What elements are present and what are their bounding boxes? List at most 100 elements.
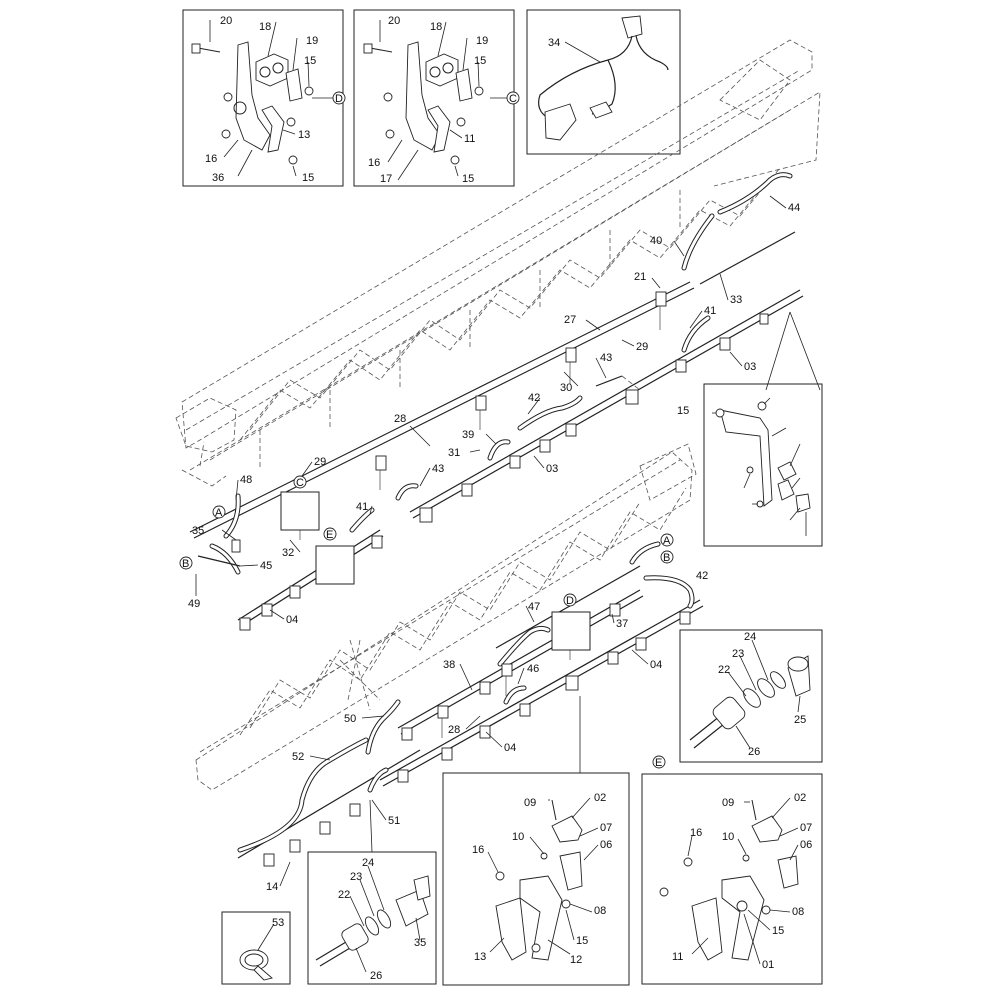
callout-label: 15: [302, 172, 314, 184]
callout-label: 15: [304, 55, 316, 67]
callout-label: 06: [600, 839, 612, 851]
detail-panel-c: 20 18 19 15 11 16 17 15 C: [353, 9, 520, 187]
connector-circle: [212, 505, 226, 519]
connector-letter: C: [509, 93, 517, 105]
bolt-shape: [197, 47, 221, 53]
callout-label: 04: [504, 742, 516, 754]
callout-label: 20: [388, 15, 400, 27]
nut-shape: [304, 86, 314, 96]
nut-shape: [341, 923, 369, 951]
detail-panel-harness: 34: [526, 9, 681, 155]
connector-letter: D: [335, 93, 343, 105]
callout-label: 43: [432, 463, 444, 475]
upper-boom-frame: [175, 39, 821, 487]
valve-shape: [544, 103, 577, 141]
detail-marker-c: [280, 491, 320, 531]
callout-label: 28: [394, 413, 406, 425]
callout-label: 11: [464, 133, 475, 145]
connector-plug-shape: [621, 15, 643, 39]
callout-label: 46: [527, 663, 539, 675]
bolt-head-shape: [191, 43, 201, 54]
callout-label: 15: [474, 55, 486, 67]
main-callouts: 44 40 33 21 41 27 29 03 43 30 42 39 28 3…: [188, 195, 814, 893]
callout-label: 41: [356, 501, 368, 513]
callout-label: 40: [650, 235, 662, 247]
lower-boom-frame: [195, 443, 697, 791]
callout-label: 24: [744, 631, 756, 643]
callout-label: 08: [792, 906, 804, 918]
callout-label: 19: [476, 35, 488, 47]
connector-letter: E: [326, 529, 333, 541]
callout-label: 11: [672, 951, 683, 963]
detail-panel-elbow: 24 23 22 35 26: [307, 799, 437, 985]
callout-label: 31: [448, 447, 460, 459]
callout-label: 12: [570, 954, 582, 966]
callout-label: 33: [730, 294, 742, 306]
connector-letter: C: [296, 477, 304, 489]
callout-label: 38: [443, 659, 455, 671]
bracket-shape: [721, 875, 765, 961]
callout-label: 15: [462, 173, 474, 185]
callout-label: 53: [272, 917, 284, 929]
callout-label: 16: [368, 157, 380, 169]
callout-label: 14: [266, 881, 278, 893]
callout-label: 16: [472, 844, 484, 856]
callout-label: 19: [306, 35, 318, 47]
callout-label: 04: [286, 614, 298, 626]
connector-circle: [179, 556, 193, 570]
callout-label: 41: [704, 305, 716, 317]
callout-label: 07: [600, 822, 612, 834]
connector-circle: [506, 91, 520, 105]
callout-label: 13: [298, 129, 310, 141]
callout-label: 42: [528, 392, 540, 404]
connector-letter: B: [663, 552, 670, 564]
callout-label: 47: [528, 601, 540, 613]
callout-label: 26: [370, 970, 382, 982]
connector-letter: B: [182, 558, 189, 570]
callout-label: 24: [362, 857, 374, 869]
connector-circle: [660, 550, 674, 564]
callout-label: 15: [576, 935, 588, 947]
callout-label: 51: [388, 815, 400, 827]
callout-label: 01: [762, 959, 774, 971]
plate-shape: [285, 68, 303, 102]
callout-label: 49: [188, 598, 200, 610]
callout-label: 15: [677, 405, 689, 417]
callout-label: 39: [462, 429, 474, 441]
callout-label: 08: [594, 905, 606, 917]
connector-circle: [323, 527, 337, 541]
bracket-shape: [519, 875, 563, 961]
detail-panel-tee: 24 23 22 25 26: [679, 629, 823, 763]
connector-letter: A: [663, 535, 671, 547]
callout-label: 22: [338, 889, 350, 901]
callout-label: 20: [220, 15, 232, 27]
connector-letter: E: [655, 757, 662, 769]
callout-label: 32: [282, 547, 294, 559]
callout-label: 23: [350, 871, 362, 883]
connector-circle: [293, 475, 307, 489]
callout-label: 34: [548, 37, 560, 49]
nut-shape: [712, 696, 746, 730]
detail-marker-d: [551, 611, 591, 651]
callout-label: 07: [800, 822, 812, 834]
callout-label: 13: [474, 951, 486, 963]
callout-label: 04: [650, 659, 662, 671]
clamp-shape: [261, 105, 285, 153]
callout-label: 06: [800, 839, 812, 851]
callout-label: 21: [634, 271, 646, 283]
callout-label: 25: [794, 714, 806, 726]
connector-circle: [332, 91, 346, 105]
detail-panel-clip: 53: [221, 911, 291, 985]
connector-circle: [652, 755, 666, 769]
bracket-shape: [719, 409, 773, 507]
callout-label: 28: [448, 724, 460, 736]
callout-label: 27: [564, 314, 576, 326]
callout-label: 02: [594, 792, 606, 804]
callout-label: 44: [788, 202, 800, 214]
callout-label: 30: [560, 382, 572, 394]
callout-label: 17: [380, 173, 392, 185]
callout-label: 03: [546, 463, 558, 475]
upper-pipes: [189, 172, 804, 631]
bracket-shape: [235, 41, 271, 151]
